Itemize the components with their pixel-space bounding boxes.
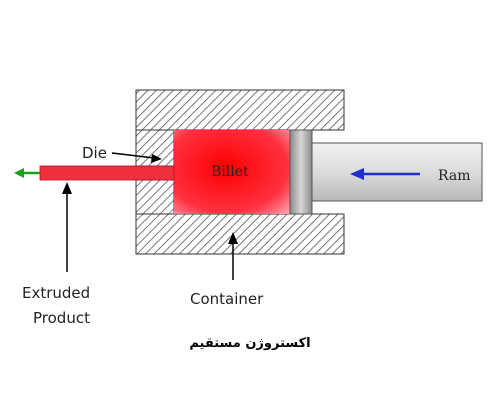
extruded-product-label-line2: Product: [33, 309, 90, 327]
billet-label: Billet: [211, 164, 249, 180]
diagram-caption: اکستروژن مستقیم: [189, 336, 311, 351]
ram-rod: [311, 142, 483, 202]
ram-plate: [289, 129, 313, 215]
billet: [174, 130, 290, 214]
exit-arrow-icon: [14, 168, 40, 178]
product-pointer-arrow-icon: [62, 182, 72, 272]
die-label: Die: [82, 144, 107, 162]
extruded-product: [39, 165, 175, 181]
die-pointer-arrow-icon: [111, 152, 162, 163]
container-body: [135, 89, 345, 255]
ram-direction-arrow-icon: [350, 168, 420, 180]
ram-label: Ram: [438, 168, 470, 184]
container-pointer-arrow-icon: [228, 232, 238, 280]
container-label: Container: [190, 290, 264, 308]
extruded-product-label-line1: Extruded: [22, 284, 90, 302]
